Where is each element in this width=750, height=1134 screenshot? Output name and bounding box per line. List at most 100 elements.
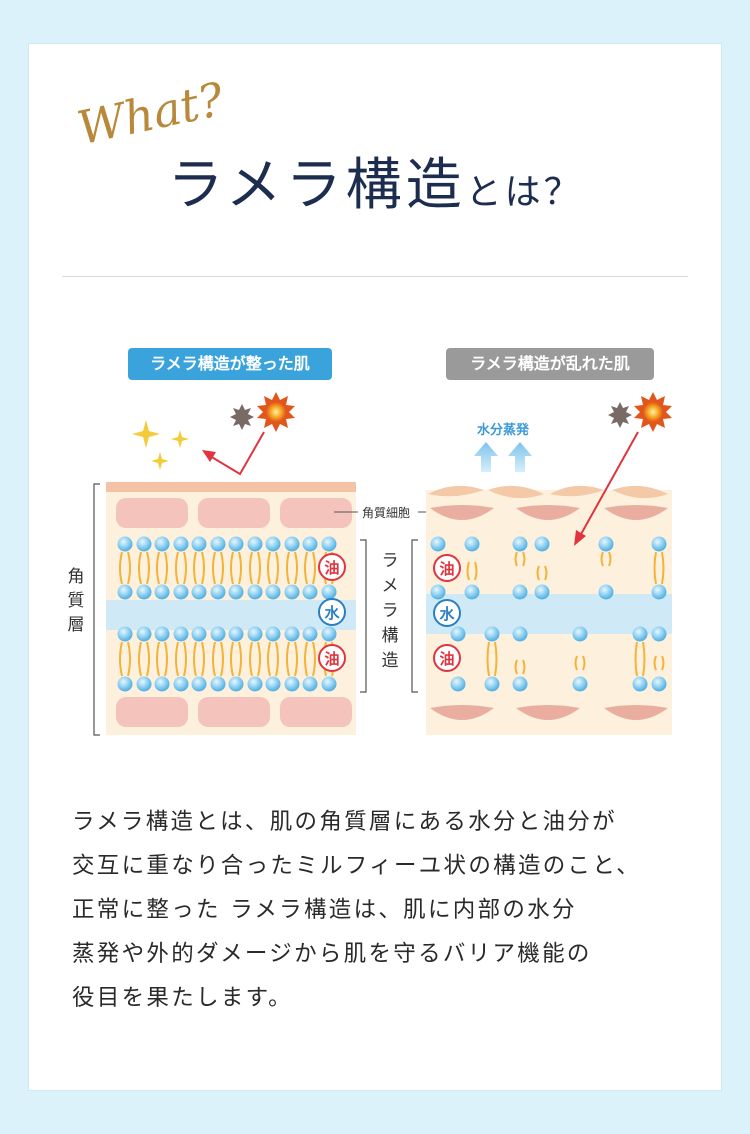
lipid-head	[117, 676, 133, 692]
lipid-head	[136, 584, 152, 600]
lipid-tail	[286, 641, 290, 677]
sun-icon	[634, 392, 672, 432]
lipid-head	[284, 536, 300, 552]
lipid-head	[191, 676, 207, 692]
lipid-head	[534, 584, 550, 600]
title-main: ラメラ構造	[167, 153, 466, 218]
sun-icon	[257, 392, 295, 432]
lipid-head	[651, 584, 667, 600]
lipid-head	[302, 626, 318, 642]
lipid-tail	[466, 561, 470, 581]
evaporation-arrow-icon	[474, 442, 532, 472]
lipid-head	[265, 584, 281, 600]
lipid-head	[154, 676, 170, 692]
lipid-tail	[156, 641, 160, 677]
lipid-tail	[127, 551, 131, 585]
lipid-head	[534, 536, 550, 552]
lipid-head	[302, 676, 318, 692]
lipid-tail	[193, 551, 197, 585]
lipid-head	[321, 584, 337, 600]
lipid-head	[154, 584, 170, 600]
lipid-tail	[193, 641, 197, 677]
lipid-head	[117, 536, 133, 552]
lipid-head	[265, 536, 281, 552]
lipid-tail	[494, 641, 498, 677]
water-badge-text: 水	[439, 605, 455, 623]
damaged-skin-diagram: 油 水 油 水分蒸発	[426, 392, 672, 735]
description-line: 役目を果たします。	[72, 985, 293, 1011]
lipid-tail	[294, 641, 298, 677]
lipid-head	[651, 536, 667, 552]
lipid-tail	[304, 641, 308, 677]
lipid-head	[464, 584, 480, 600]
oil-badge-text: 油	[439, 560, 454, 578]
lipid-head	[651, 626, 667, 642]
lipid-tail	[574, 655, 578, 671]
lamellar-diagram: 油 水 油 角質層	[68, 392, 672, 736]
healthy-lipid-layers	[117, 536, 337, 692]
damaged-lipid-layers	[430, 536, 667, 692]
lipid-tail	[312, 551, 316, 585]
lipid-tail	[119, 551, 123, 585]
lipid-tail	[127, 641, 131, 677]
lipid-tail	[119, 641, 123, 677]
lipid-head	[136, 676, 152, 692]
lipid-tail	[312, 641, 316, 677]
lipid-head	[210, 584, 226, 600]
lipid-tail	[212, 551, 216, 585]
lipid-tail	[275, 551, 279, 585]
lipid-tail	[267, 641, 271, 677]
evaporation-label: 水分蒸発	[477, 422, 530, 438]
lipid-tail	[257, 641, 261, 677]
lipid-head	[512, 584, 528, 600]
title-suffix: とは？	[465, 172, 583, 213]
lipid-head	[154, 626, 170, 642]
lipid-tail	[201, 551, 205, 585]
damage-arrow	[579, 431, 639, 537]
lipid-tail	[238, 641, 242, 677]
lipid-head	[430, 584, 446, 600]
lipid-tail	[175, 641, 179, 677]
lipid-tail	[304, 551, 308, 585]
divider	[62, 276, 688, 277]
lipid-head	[173, 626, 189, 642]
lipid-tail	[201, 641, 205, 677]
lamellar-label: ラメラ構造	[382, 551, 399, 671]
damage-icon	[608, 402, 632, 428]
lipid-head	[191, 626, 207, 642]
lipid-head	[302, 584, 318, 600]
lipid-head	[632, 626, 648, 642]
lipid-head	[484, 626, 500, 642]
lipid-tail	[544, 565, 548, 581]
lipid-tail	[238, 551, 242, 585]
lipid-head	[210, 536, 226, 552]
oil-badge: 油	[318, 644, 346, 672]
lipid-tail	[522, 659, 526, 675]
lipid-head	[484, 676, 500, 692]
oil-badge: 油	[318, 553, 346, 581]
lipid-head	[284, 676, 300, 692]
lipid-tail	[642, 641, 646, 677]
lipid-tail	[522, 551, 526, 567]
lipid-tail	[138, 641, 142, 677]
description-line: 正常に整った ラメラ構造は、肌に内部の水分	[72, 897, 577, 923]
healthy-skin-diagram: 油 水 油 角質層	[68, 392, 356, 736]
lipid-head	[512, 536, 528, 552]
water-badge-text: 水	[324, 604, 340, 622]
lipid-head	[450, 676, 466, 692]
lipid-tail	[249, 551, 253, 585]
lipid-head	[117, 626, 133, 642]
lipid-tail	[183, 551, 187, 585]
oil-badge-text: 油	[324, 559, 339, 577]
lipid-head	[154, 536, 170, 552]
reflect-arrow	[209, 431, 265, 476]
oil-badge-text: 油	[324, 650, 339, 668]
lipid-head	[512, 676, 528, 692]
lipid-head	[228, 676, 244, 692]
lipid-tail	[653, 551, 657, 585]
corneocyte-label: 角質細胞	[362, 505, 410, 520]
lipid-tail	[220, 641, 224, 677]
water-badge: 水	[318, 598, 346, 626]
lipid-head	[651, 676, 667, 692]
what-script-heading: What?	[73, 72, 229, 155]
